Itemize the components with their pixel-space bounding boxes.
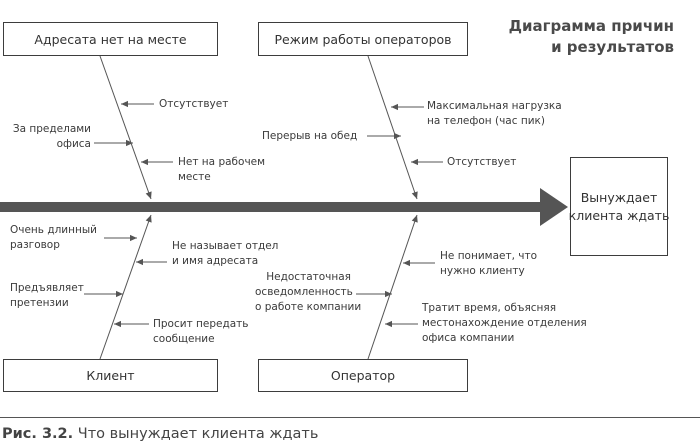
category-box-absent-addressee: Адресата нет на месте — [3, 22, 218, 56]
cause-long-talk: Очень длинный разговор — [10, 224, 97, 251]
cause-no-department-name: Не называет отдел и имя адресата — [172, 240, 279, 267]
cause-max-load: Максимальная нагрузка на телефон (час пи… — [427, 100, 562, 127]
bone-operator-schedule — [367, 55, 418, 200]
category-label: Адресата нет на месте — [34, 31, 187, 47]
arrow-doesnt-understand-head — [403, 259, 410, 267]
arrow-lunch-break-head — [394, 132, 401, 140]
cause-explains-location: Тратит время, объясняя местонахождение о… — [422, 302, 587, 344]
arrow-claims-head — [116, 290, 123, 298]
category-label: Клиент — [86, 368, 135, 383]
arrow-max-load-head — [391, 103, 398, 111]
bone-operator-head — [411, 215, 418, 223]
arrow-explains-location-head — [385, 320, 392, 328]
cause-insufficient-knowledge: Недостаточная осведомленность о работе к… — [255, 271, 362, 313]
cause-lunch-break: Перерыв на обед — [262, 130, 358, 142]
cause-operator-absent: Отсутствует — [447, 156, 517, 168]
cause-absent: Отсутствует — [159, 98, 229, 110]
bone-client — [99, 214, 152, 360]
figure-caption-text: Что вынуждает клиента ждать — [77, 426, 319, 442]
caption-divider — [0, 417, 700, 418]
cause-outside-office: За пределами офиса — [12, 123, 91, 150]
bone-absent-addressee-head — [145, 191, 152, 199]
cause-claims: Предъявляет претензии — [10, 282, 84, 309]
category-label: Оператор — [330, 368, 396, 383]
cause-message-request: Просит передать сообщение — [153, 318, 249, 345]
bone-operator-schedule-head — [411, 191, 418, 199]
diagram-title: Диаграмма причин и результатов — [508, 17, 674, 56]
arrow-operator-absent-head — [411, 158, 418, 166]
main-spine — [0, 202, 542, 212]
bone-client-head — [145, 215, 152, 223]
main-spine-arrowhead — [540, 188, 568, 226]
cause-not-at-desk: Нет на рабочем месте — [178, 156, 266, 183]
effect-box: Вынуждает клиента ждать — [568, 157, 670, 256]
figure-number: Рис. 3.2. — [2, 426, 74, 442]
cause-doesnt-understand: Не понимает, что нужно клиенту — [440, 250, 538, 277]
arrow-message-request-head — [114, 320, 121, 328]
category-box-operator-schedule: Режим работы операторов — [258, 22, 468, 56]
category-box-operator: Оператор — [258, 359, 468, 392]
arrow-outside-office-head — [126, 139, 133, 147]
effect-label: Вынуждает клиента ждать — [568, 189, 670, 223]
arrow-absent-head — [121, 100, 128, 108]
figure-caption: Рис. 3.2. Что вынуждает клиента ждать — [2, 426, 318, 442]
arrow-no-department-name-head — [136, 258, 143, 266]
arrow-long-talk-head — [130, 234, 137, 242]
bone-operator — [367, 214, 418, 360]
bone-absent-addressee — [99, 55, 152, 200]
arrow-not-at-desk-head — [141, 158, 148, 166]
arrow-insufficient-knowledge-head — [385, 290, 392, 298]
category-label: Режим работы операторов — [274, 31, 452, 47]
category-box-client: Клиент — [3, 359, 218, 392]
